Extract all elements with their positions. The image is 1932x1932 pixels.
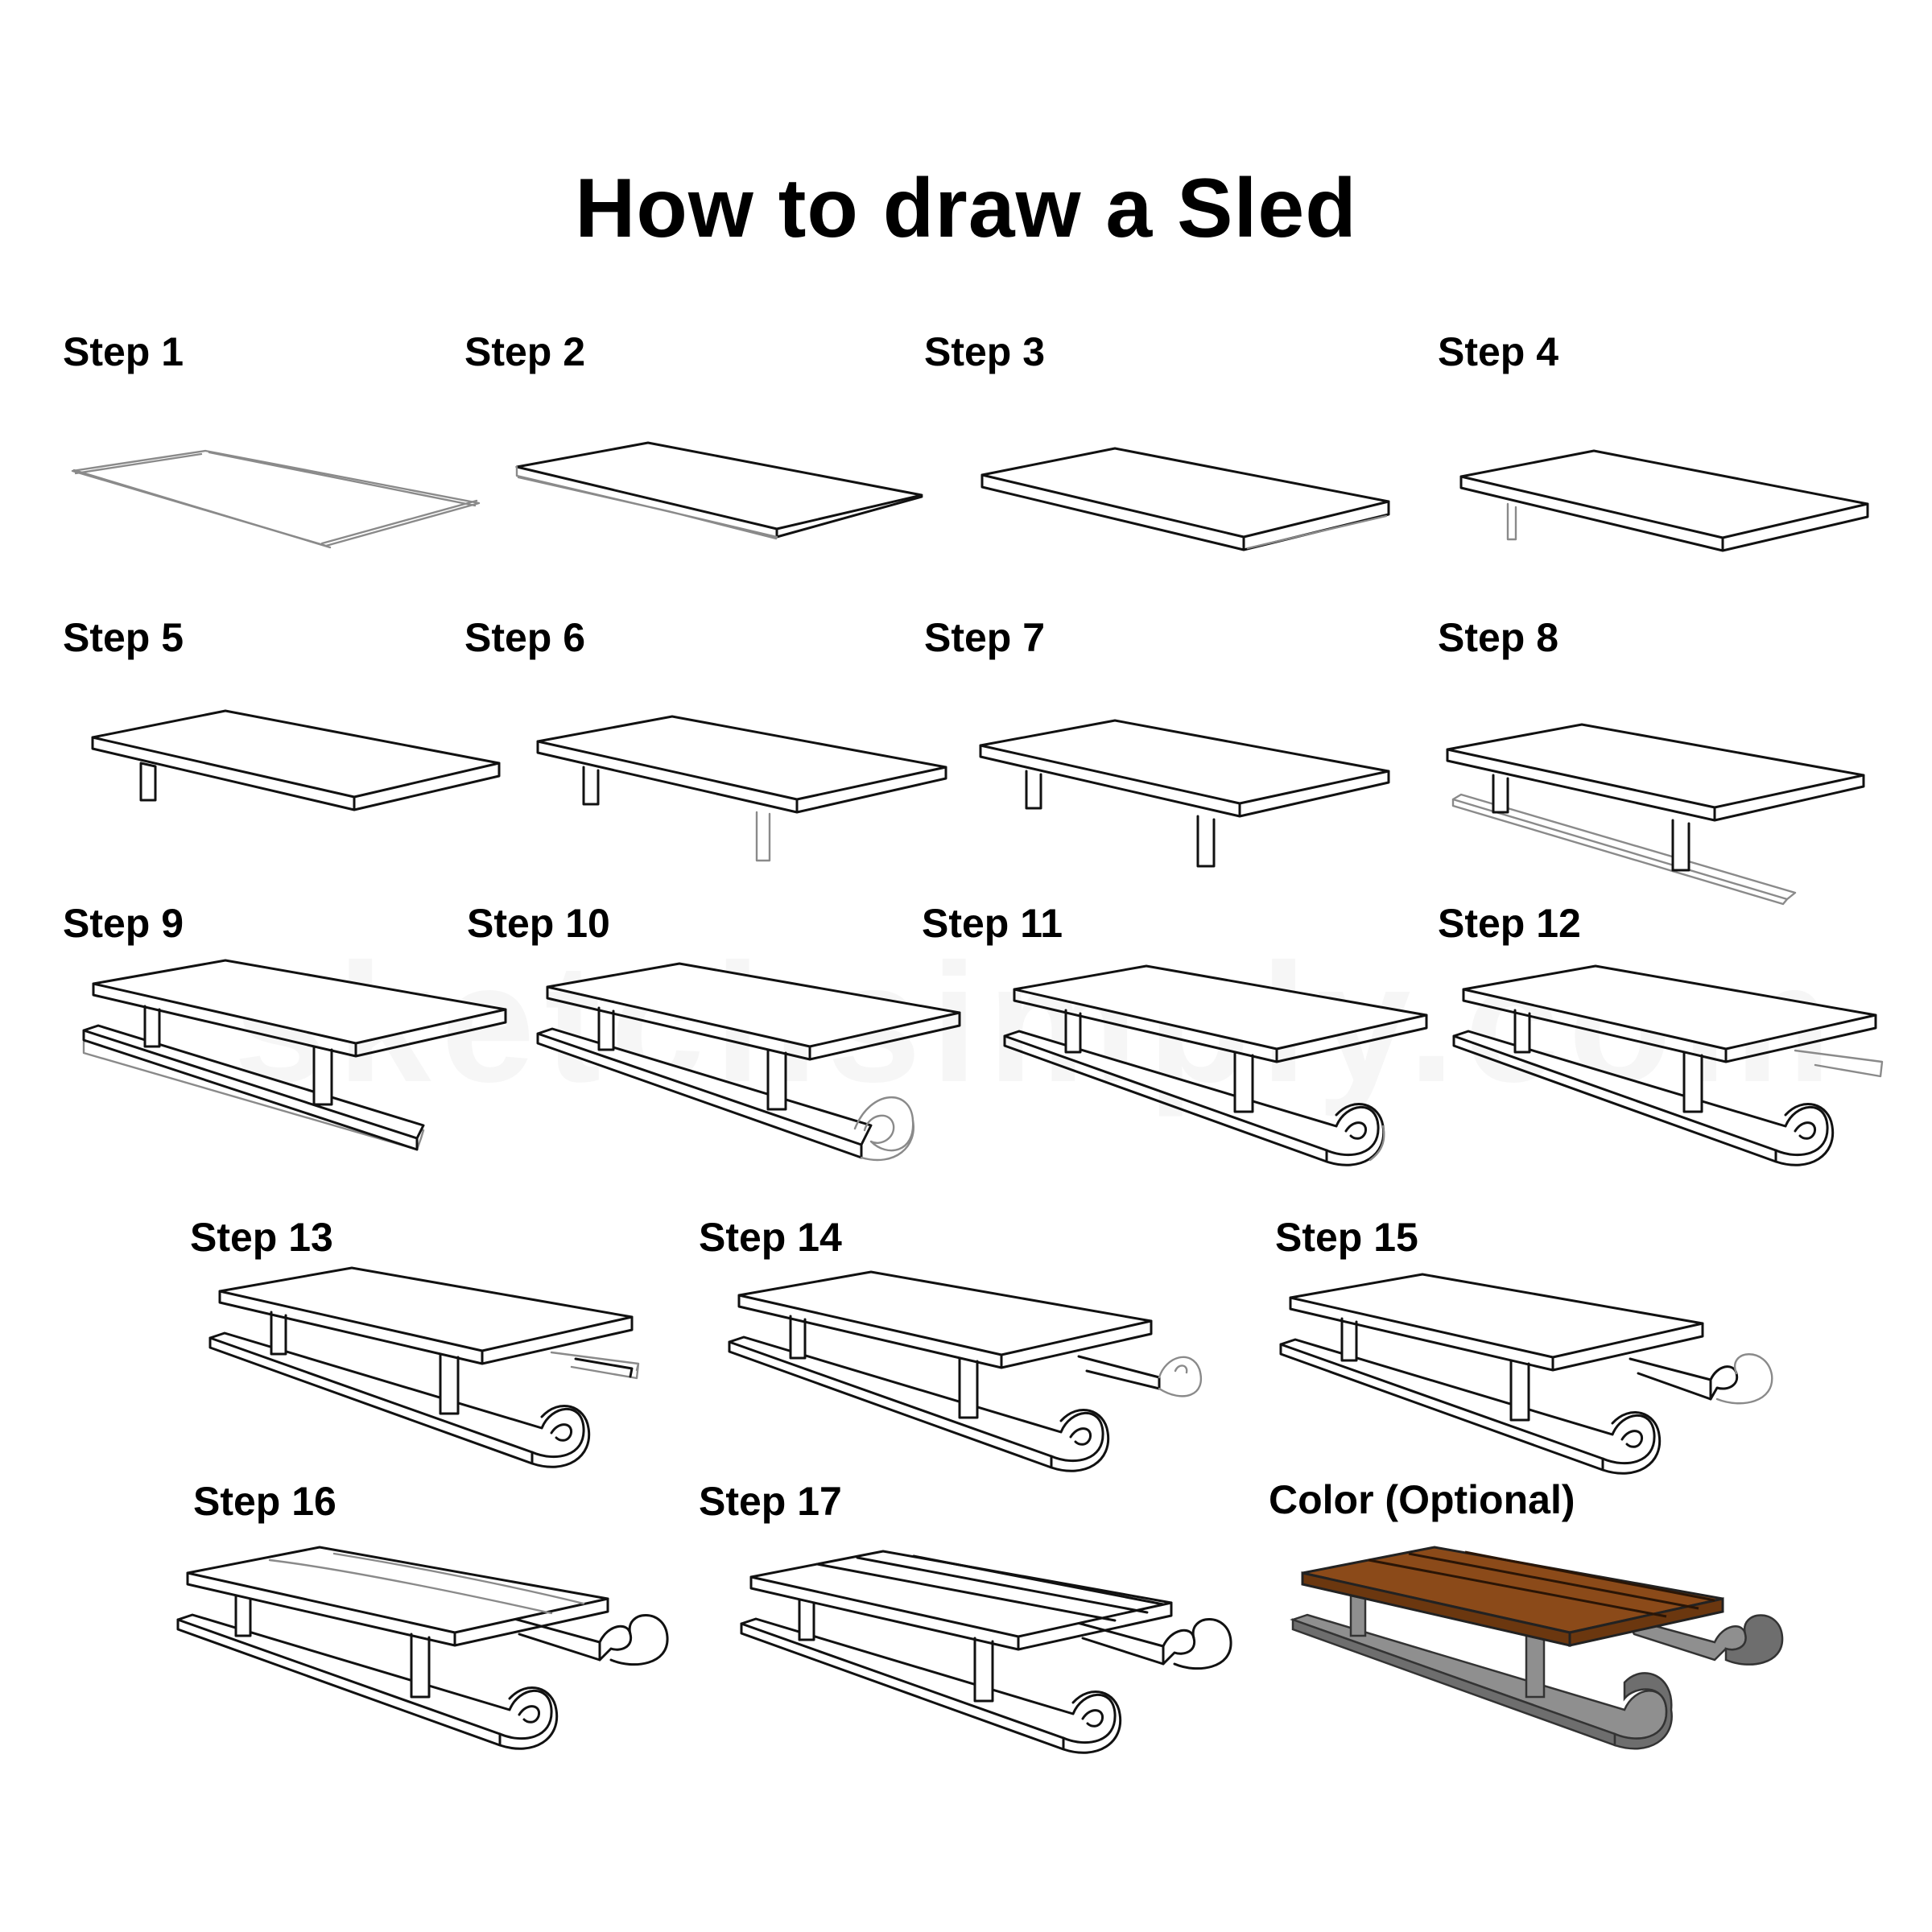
step-14-drawing [728, 1270, 1202, 1472]
step-9-label: Step 9 [63, 901, 184, 946]
step-6-label: Step 6 [464, 615, 586, 660]
step-4-label: Step 4 [1438, 329, 1559, 374]
step-1-drawing [71, 449, 481, 549]
step-7-drawing [979, 719, 1390, 868]
step-12-label: Step 12 [1438, 901, 1581, 946]
page-title: How to draw a Sled [575, 162, 1357, 255]
step-17-drawing [740, 1550, 1232, 1754]
step-6-drawing [536, 715, 947, 862]
step-15-drawing [1279, 1273, 1773, 1475]
step-5-label: Step 5 [63, 615, 184, 660]
step-4-drawing [1459, 449, 1869, 552]
step-2-label: Step 2 [464, 329, 586, 374]
step-5-drawing [91, 709, 501, 811]
step-13-label: Step 13 [190, 1215, 333, 1260]
color-sled-drawing [1290, 1546, 1784, 1750]
step-16-label: Step 16 [193, 1479, 336, 1524]
step-8-label: Step 8 [1438, 615, 1559, 660]
step-8-drawing [1446, 723, 1865, 906]
step-12-drawing [1452, 964, 1884, 1166]
color-optional-label: Color (Optional) [1269, 1477, 1575, 1522]
step-11-label: Step 11 [922, 901, 1063, 946]
step-13-drawing [208, 1266, 640, 1468]
step-17-label: Step 17 [699, 1479, 842, 1524]
step-11-drawing [1003, 964, 1428, 1166]
step-7-label: Step 7 [924, 615, 1046, 660]
step-2-drawing [515, 441, 923, 540]
step-14-label: Step 14 [699, 1215, 842, 1260]
step-1-label: Step 1 [63, 329, 184, 374]
step-3-drawing [980, 447, 1390, 551]
step-15-label: Step 15 [1275, 1215, 1418, 1260]
step-16-drawing [176, 1546, 669, 1750]
step-9-drawing [82, 959, 507, 1151]
step-10-drawing [536, 962, 961, 1162]
step-3-label: Step 3 [924, 329, 1046, 374]
step-10-label: Step 10 [467, 901, 610, 946]
